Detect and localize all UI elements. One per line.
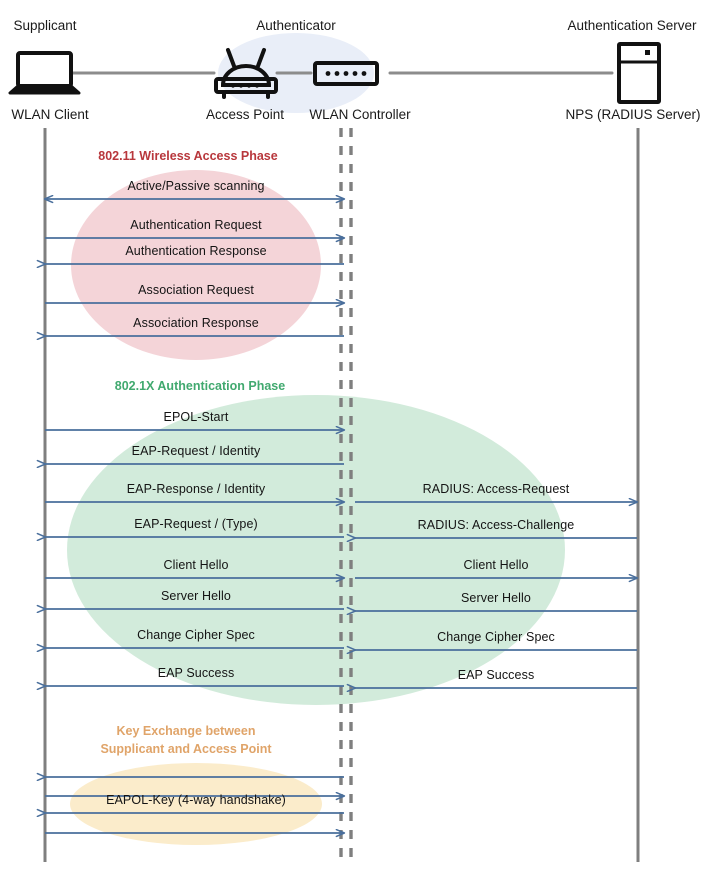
phase-ellipse-wireless-access (71, 170, 321, 360)
message-label-left-8: EAP-Request / (Type) (134, 517, 258, 531)
message-label-left-11: Change Cipher Spec (137, 628, 255, 642)
message-label-right-0: RADIUS: Access-Request (422, 482, 570, 496)
message-label-right-3: Server Hello (461, 591, 531, 605)
phase-label-key-exchange-line1: Key Exchange between (116, 724, 256, 738)
actor-role-authenticator: Authenticator (256, 18, 336, 33)
phase-label-dot1x-auth: 802.1X Authentication Phase (114, 379, 286, 393)
actor-name-access-point: Access Point (205, 107, 285, 122)
message-label-left-15: EAPOL-Key (4-way handshake) (106, 793, 286, 807)
laptop-icon (8, 51, 81, 95)
actor-role-authentication-server: Authentication Server (567, 18, 697, 33)
message-label-right-1: RADIUS: Access-Challenge (417, 518, 575, 532)
network-switch-icon (313, 61, 379, 86)
message-label-left-10: Server Hello (161, 589, 231, 603)
message-label-left-2: Authentication Response (125, 244, 267, 258)
message-label-right-4: Change Cipher Spec (437, 630, 555, 644)
message-label-left-9: Client Hello (163, 558, 229, 572)
message-label-right-5: EAP Success (457, 668, 535, 682)
actor-name-wlan-client: WLAN Client (11, 107, 89, 122)
actor-name-wlan-controller: WLAN Controller (309, 107, 411, 122)
message-label-left-12: EAP Success (157, 666, 235, 680)
actor-name-nps-radius-server: NPS (RADIUS Server) (565, 107, 701, 122)
phase-ellipse-dot1x-auth (67, 395, 565, 705)
access-point-leds (230, 83, 260, 88)
message-label-left-0: Active/Passive scanning (127, 179, 265, 193)
switch-leds (325, 71, 367, 76)
phase-label-key-exchange-line2: Supplicant and Access Point (100, 742, 272, 756)
message-label-left-6: EAP-Request / Identity (131, 444, 261, 458)
message-label-right-2: Client Hello (463, 558, 529, 572)
actor-role-supplicant: Supplicant (13, 18, 77, 33)
message-label-left-3: Association Request (138, 283, 254, 297)
message-label-left-1: Authentication Request (130, 218, 262, 232)
message-label-left-5: EPOL-Start (163, 410, 229, 424)
message-label-left-7: EAP-Response / Identity (126, 482, 266, 496)
server-rack-icon (617, 42, 661, 104)
message-label-left-4: Association Response (133, 316, 259, 330)
wireless-access-point-icon (214, 48, 278, 99)
server-led (645, 50, 650, 55)
phase-ellipse-key-exchange (70, 763, 322, 845)
phase-label-wireless-access: 802.11 Wireless Access Phase (98, 149, 278, 163)
